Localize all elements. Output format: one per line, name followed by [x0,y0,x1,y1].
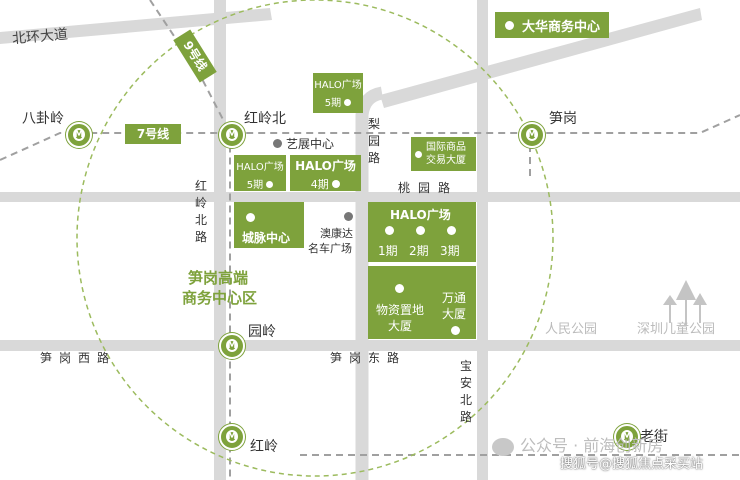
beihuan-road [0,8,272,44]
station-hongling-icon[interactable] [219,424,245,450]
guoji-line2: 交易大厦 [426,155,466,166]
station-laojie-icon[interactable] [614,424,640,450]
taoyuan-road [0,192,740,202]
metro-line-7 [0,114,740,161]
wuzi-line1: 物资置地 [376,303,425,317]
wantong-line1: 万通 [442,291,467,305]
location-dot-icon [266,181,274,188]
metro-line-9 [149,0,231,480]
station-yuanling-icon[interactable] [219,333,245,359]
location-dot-icon [385,226,394,235]
aokangda-line1: 澳康达 [320,227,353,240]
halo-5-box[interactable]: HALO广场 5期 [234,155,286,191]
station-baguaring-label: 八卦岭 [22,111,64,127]
guoji-line1: 国际商品 [426,142,466,153]
station-baguaring-icon[interactable] [66,122,92,148]
wuzi-wantong-box[interactable]: 物资置地 大厦 万通 大厦 [368,266,476,339]
location-dot-icon [415,150,422,158]
location-dot-icon [395,284,404,293]
diagonal-road-ne [380,8,702,108]
baoan-road [477,0,488,480]
halo-5-top-title: HALO广场 [314,80,362,91]
metro-line-7-tag: 7号线 [125,124,181,144]
dahua-label: 大华商务中心 [522,19,601,35]
station-hongling-label: 红岭 [250,439,278,455]
station-honglingbei-icon[interactable] [219,122,245,148]
sohu-watermark: 搜狐号@搜狐焦点采买站 [560,457,704,472]
station-honglingbei-label: 红岭北 [244,111,286,127]
liyuan-road-label: 梨园路 [367,117,380,165]
halo-5-title: HALO广场 [236,162,284,173]
taoyuan-road-label: 桃园路 [398,181,459,195]
district-title-line1: 笋岗高端 [188,269,249,287]
wantong-line2: 大厦 [442,307,467,321]
phase-2-label: 2期 [409,244,429,258]
halo-4-sub: 4期 [310,178,329,191]
wuzi-line2: 大厦 [388,319,413,333]
renmin-park-label: 人民公园 [545,322,598,337]
children-park-label: 深圳儿童公园 [637,322,716,337]
sungang-road [0,340,740,351]
yizhan-location-icon [273,139,282,148]
station-sungang-icon[interactable] [519,122,545,148]
hongling-road-label: 红岭北路 [194,179,207,244]
station-sungang-label: 笋岗 [549,111,577,127]
park-trees [663,280,707,325]
baoan-road-label: 宝安北路 [459,359,472,424]
location-dot-icon [447,226,456,235]
location-dot-icon [246,213,255,222]
dahua-business-center[interactable]: 大华商务中心 [495,12,609,38]
location-dot-icon [332,180,341,188]
halo-5-top-box[interactable]: HALO广场 5期 [313,73,363,113]
yizhan-label: 艺展中心 [286,137,335,151]
wechat-icon [492,438,514,456]
liyuan-road [355,86,384,480]
halo-5-top-sub: 5期 [324,98,342,109]
sungangxi-road-label: 笋岗西路 [40,351,117,365]
wechat-watermark: 公众号 · 前海创新房 [520,436,664,455]
business-district-circle [76,0,554,477]
location-dot-icon [416,226,425,235]
station-yuanling-label: 园岭 [248,324,276,340]
guoji-trade-building[interactable]: 国际商品 交易大厦 [411,137,476,171]
halo-123-title: HALO广场 [390,208,451,222]
chengmai-label: 城脉中心 [242,231,291,245]
halo-123-box[interactable]: HALO广场 1期 2期 3期 [368,202,476,262]
chengmai-center[interactable]: 城脉中心 [234,202,304,248]
hongling-road [214,0,226,480]
sungangdong-road-label: 笋岗东路 [330,351,407,365]
halo-5-sub: 5期 [246,180,264,191]
location-dot-icon [451,326,460,335]
location-dot-icon [505,20,514,30]
location-dot-icon [344,99,352,106]
district-title-line2: 商务中心区 [182,289,258,307]
aokangda-location-icon [344,212,353,221]
station-laojie-label: 老街 [640,429,668,445]
halo-4-title: HALO广场 [295,159,356,173]
aokangda-line2: 名车广场 [308,242,352,255]
phase-3-label: 3期 [440,244,460,258]
phase-1-label: 1期 [378,244,398,258]
halo-4-box[interactable]: HALO广场 4期 [290,155,361,191]
